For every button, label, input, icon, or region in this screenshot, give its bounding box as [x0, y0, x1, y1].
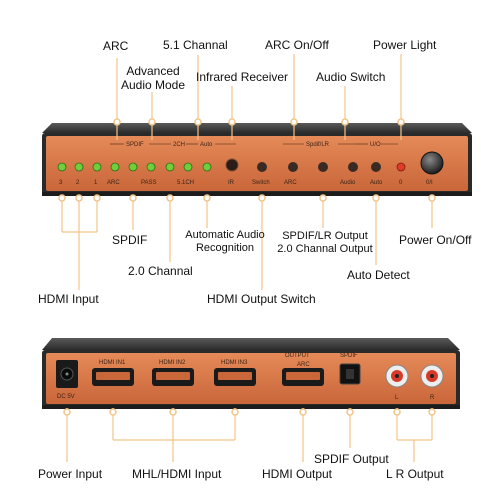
led-auto [202, 162, 212, 172]
panel-text-l: L [395, 395, 399, 401]
label-hdmi-output-switch: HDMI Output Switch [207, 292, 316, 306]
label-spdif: SPDIF [112, 233, 148, 247]
panel-text-2ch-top: 2CH [173, 142, 185, 148]
panel-text-1: 1 [94, 180, 98, 186]
hdmi-in1-port [92, 368, 134, 386]
back-panel: DC 5V HDMI IN1 HDMI IN2 HDMI IN3 OUTPUT … [42, 338, 460, 409]
label-audio-switch: Audio Switch [316, 70, 386, 84]
hdmi-switch-button [257, 162, 267, 172]
panel-text-spdif-back: SPDIF [340, 353, 358, 359]
label-infrared-receiver: Infrared Receiver [196, 70, 289, 84]
panel-text-ir: IR [228, 180, 235, 186]
panel-text-audio: Audio [340, 180, 356, 186]
panel-text-dc: DC 5V [57, 394, 75, 400]
led-2ch [165, 162, 175, 172]
led-arc [110, 162, 120, 172]
label-spdif-lr-output-text: SPDIF/LR Output 2.0 Channal Output [277, 230, 373, 255]
panel-text-3: 3 [59, 180, 63, 186]
led-hdmi1 [92, 162, 102, 172]
panel-text-0: 0 [399, 180, 403, 186]
label-automatic-audio-recognition-text: Automatic Audio Recognition [185, 229, 265, 254]
auto-button [371, 162, 381, 172]
hdmi-in2-port [152, 368, 194, 386]
label-hdmi-output: HDMI Output [262, 467, 333, 481]
label-lr-output: L R Output [386, 467, 444, 481]
front-leds [57, 162, 212, 172]
rca-left-port [385, 364, 409, 388]
hdmi-output-port [282, 368, 324, 386]
led-hdmi2 [74, 162, 84, 172]
label-51-channal: 5.1 Channal [163, 38, 228, 52]
front-orange-plate [46, 136, 468, 191]
leader-dots [58, 118, 436, 416]
label-advanced-audio-mode: Advanced Audio Mode [120, 64, 186, 92]
front-bottom-edge [42, 192, 472, 196]
power-knob [420, 151, 444, 175]
panel-text-hdmi-in3: HDMI IN3 [221, 360, 248, 366]
label-automatic-audio-recognition: Automatic Audio Recognition [170, 229, 280, 255]
label-power-light: Power Light [373, 38, 437, 52]
audio-button [348, 162, 358, 172]
panel-text-r: R [430, 395, 435, 401]
rca-right-port [420, 364, 444, 388]
panel-text-auto-top: Auto [200, 142, 213, 148]
front-top-face [42, 123, 472, 133]
spdif-lr-button [318, 162, 328, 172]
panel-text-switch: Switch [252, 180, 270, 186]
power-led [396, 162, 406, 172]
front-panel: SPDIF 2CH Auto Spdif/LR U/O 3 2 1 [42, 123, 472, 196]
label-mhl-hdmi-input: MHL/HDMI Input [132, 467, 222, 481]
panel-text-2: 2 [76, 180, 80, 186]
label-20-channal: 2.0 Channal [128, 264, 193, 278]
front-leader-lines [61, 54, 433, 290]
led-hdmi3 [57, 162, 67, 172]
label-arc-onoff: ARC On/Off [265, 38, 329, 52]
front-buttons [257, 162, 381, 172]
panel-text-power: 0/I [426, 180, 433, 186]
panel-text-hdmi-in1: HDMI IN1 [99, 360, 126, 366]
panel-text-output: OUTPUT [285, 353, 310, 359]
label-spdif-output: SPDIF Output [314, 452, 389, 466]
infrared-receiver [225, 158, 239, 172]
panel-text-spdiflr-top: Spdif/LR [306, 142, 330, 148]
panel-text-hdmi-in2: HDMI IN2 [159, 360, 186, 366]
label-advanced-audio-mode-text: Advanced Audio Mode [120, 64, 186, 92]
label-hdmi-input: HDMI Input [38, 292, 99, 306]
panel-text-auto: Auto [370, 180, 383, 186]
label-power-input: Power Input [38, 467, 103, 481]
panel-text-arc-btn: ARC [284, 180, 297, 186]
panel-text-51ch: 5.1CH [177, 180, 194, 186]
panel-text-uo-top: U/O [370, 142, 381, 148]
arc-button [288, 162, 298, 172]
led-51ch [183, 162, 193, 172]
back-bottom-edge [42, 405, 460, 409]
panel-text-arc-back: ARC [297, 362, 310, 368]
led-pass [146, 162, 156, 172]
back-top-face [42, 338, 460, 350]
panel-text-pass: PASS [141, 180, 157, 186]
label-power-onoff: Power On/Off [399, 233, 472, 247]
led-spdif [128, 162, 138, 172]
label-spdif-lr-output: SPDIF/LR Output 2.0 Channal Output [270, 230, 380, 256]
label-auto-detect: Auto Detect [347, 268, 410, 282]
hdmi-in3-port [214, 368, 256, 386]
label-arc: ARC [103, 39, 129, 53]
panel-text-spdif-top: SPDIF [126, 142, 144, 148]
panel-text-arc: ARC [107, 180, 120, 186]
